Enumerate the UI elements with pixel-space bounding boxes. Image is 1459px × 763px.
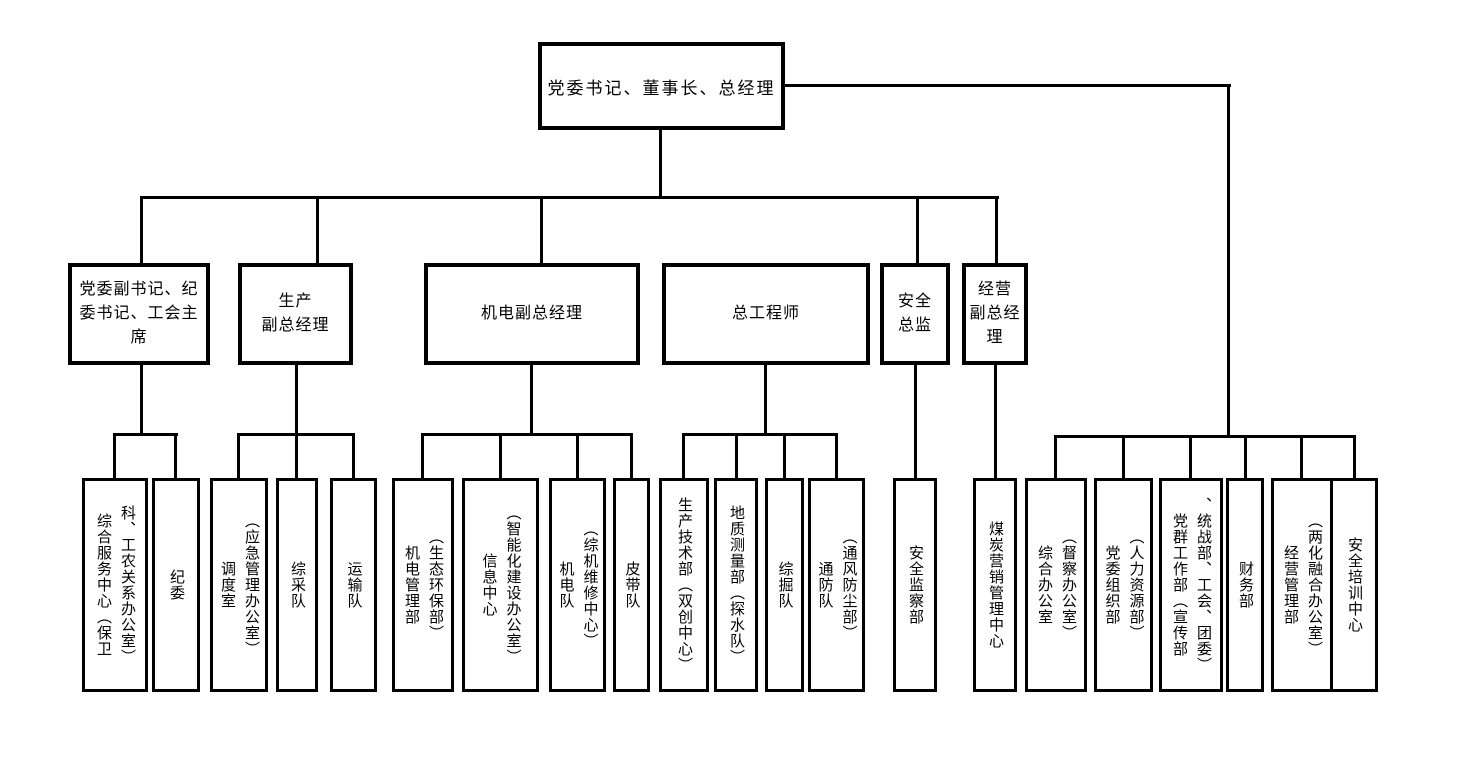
connector-line [682, 433, 685, 478]
connector-line [914, 365, 917, 478]
connector-line [785, 84, 1231, 87]
node-label: 综掘队 [776, 561, 793, 609]
org-node-finance-dept: 财务部 [1226, 478, 1264, 692]
connector-line [237, 433, 355, 436]
org-node-operations-deputy-gm: 经营 副总经 理 [962, 263, 1028, 365]
org-node-party-mass-work-dept: 党群工作部（宣传部 、统战部、工会、团委） [1159, 478, 1223, 692]
connector-line [1244, 435, 1247, 478]
connector-line [530, 365, 533, 435]
node-label: 生产 副总经理 [261, 293, 330, 334]
org-node-party-secretary-chairman-gm: 党委书记、董事长、总经理 [538, 42, 785, 130]
connector-line [659, 130, 662, 199]
connector-line [237, 433, 240, 478]
node-label: 经营管理部 （两化融合办公室） [1282, 513, 1322, 657]
node-label: 综采队 [289, 561, 305, 609]
node-label: 安全 总监 [897, 293, 932, 334]
node-label: 经营 副总经 理 [969, 281, 1021, 346]
connector-line [835, 433, 838, 478]
org-node-information-center: 信息中心 （智能化建设办公室） [462, 478, 539, 692]
org-node-mechatronics-management-dept: 机电管理部 （生态环保部） [392, 478, 454, 692]
connector-line [682, 433, 838, 436]
node-label: 党群工作部（宣传部 、统战部、工会、团委） [1171, 497, 1211, 673]
node-label: 党委组织部 （人力资源部） [1103, 529, 1144, 641]
connector-line [499, 433, 502, 478]
connector-line [295, 365, 298, 478]
node-label: 通防队 （通风防尘部） [816, 529, 857, 641]
connector-line [916, 196, 919, 263]
connector-line [1189, 435, 1192, 478]
node-label: 机电队 （综机维修中心） [557, 521, 598, 649]
org-node-general-office: 综合办公室 （督察办公室） [1025, 478, 1087, 692]
node-label: 财务部 [1237, 561, 1253, 609]
connector-line [576, 433, 579, 478]
node-label: 总工程师 [731, 305, 800, 322]
org-node-transport-team: 运输队 [330, 478, 377, 692]
connector-line [316, 196, 319, 263]
connector-line [352, 433, 355, 478]
connector-line [174, 433, 177, 478]
org-node-comprehensive-service-center: 综合服务中心（保卫 科、工农关系办公室） [82, 478, 148, 692]
connector-line [1122, 435, 1125, 478]
org-node-safety-supervision-dept: 安全监察部 [893, 478, 937, 692]
org-node-mechatronics-team: 机电队 （综机维修中心） [549, 478, 606, 692]
node-label: 机电管理部 （生态环保部） [403, 529, 443, 641]
connector-line [630, 433, 633, 478]
node-label: 运输队 [345, 561, 362, 609]
node-label: 综合办公室 （督察办公室） [1036, 529, 1076, 641]
org-node-mechatronics-deputy-gm: 机电副总经理 [424, 263, 640, 365]
org-node-discipline-committee: 纪委 [152, 478, 200, 692]
connector-line [764, 365, 767, 435]
org-node-dispatch-office: 调度室 （应急管理办公室） [210, 478, 268, 692]
org-node-chief-engineer: 总工程师 [662, 263, 870, 365]
node-label: 信息中心 （智能化建设办公室） [480, 505, 521, 665]
org-node-deputy-party-secretary: 党委副书记、纪 委书记、工会主 席 [68, 263, 210, 365]
org-node-operations-management-dept: 经营管理部 （两化融合办公室） [1271, 478, 1333, 692]
connector-line [421, 433, 633, 436]
node-label: 地质测量部（探水队） [728, 505, 744, 665]
connector-line [113, 433, 116, 478]
org-node-coal-marketing-center: 煤炭营销管理中心 [973, 478, 1017, 692]
org-node-geological-survey-dept: 地质测量部（探水队） [714, 478, 758, 692]
connector-line [113, 433, 178, 436]
connector-line [1054, 435, 1356, 438]
node-label: 综合服务中心（保卫 科、工农关系办公室） [95, 505, 135, 665]
connector-line [421, 433, 424, 478]
org-node-production-technology-dept: 生产技术部（双创中心） [659, 478, 709, 692]
org-node-fully-mechanized-mining-team: 综采队 [276, 478, 318, 692]
node-label: 调度室 （应急管理办公室） [219, 513, 259, 657]
connector-line [1054, 435, 1057, 478]
node-label: 机电副总经理 [480, 305, 583, 322]
node-label: 生产技术部（双创中心） [676, 497, 692, 673]
connector-line [995, 196, 998, 263]
org-node-belt-team: 皮带队 [613, 478, 650, 692]
org-node-excavation-team: 综掘队 [765, 478, 804, 692]
node-label: 党委书记、董事长、总经理 [547, 78, 776, 98]
org-node-ventilation-team: 通防队 （通风防尘部） [808, 478, 865, 692]
node-label: 安全培训中心 [1346, 537, 1362, 633]
connector-line [994, 365, 997, 478]
node-label: 煤炭营销管理中心 [987, 521, 1003, 649]
org-node-safety-training-center: 安全培训中心 [1330, 478, 1378, 692]
connector-line [783, 433, 786, 478]
node-label: 皮带队 [623, 561, 640, 609]
connector-line [140, 365, 143, 435]
connector-line [1353, 435, 1356, 478]
node-label: 安全监察部 [907, 545, 923, 625]
connector-line [540, 196, 543, 263]
connector-line [1300, 435, 1303, 478]
connector-line [140, 196, 143, 263]
connector-line [735, 433, 738, 478]
node-label: 党委副书记、纪 委书记、工会主 席 [79, 281, 199, 346]
org-node-party-organization-dept: 党委组织部 （人力资源部） [1094, 478, 1153, 692]
connector-line [1227, 84, 1230, 438]
org-node-production-deputy-gm: 生产 副总经理 [238, 263, 353, 365]
connector-line [141, 196, 999, 199]
node-label: 纪委 [168, 569, 184, 601]
org-node-safety-director: 安全 总监 [880, 263, 950, 365]
